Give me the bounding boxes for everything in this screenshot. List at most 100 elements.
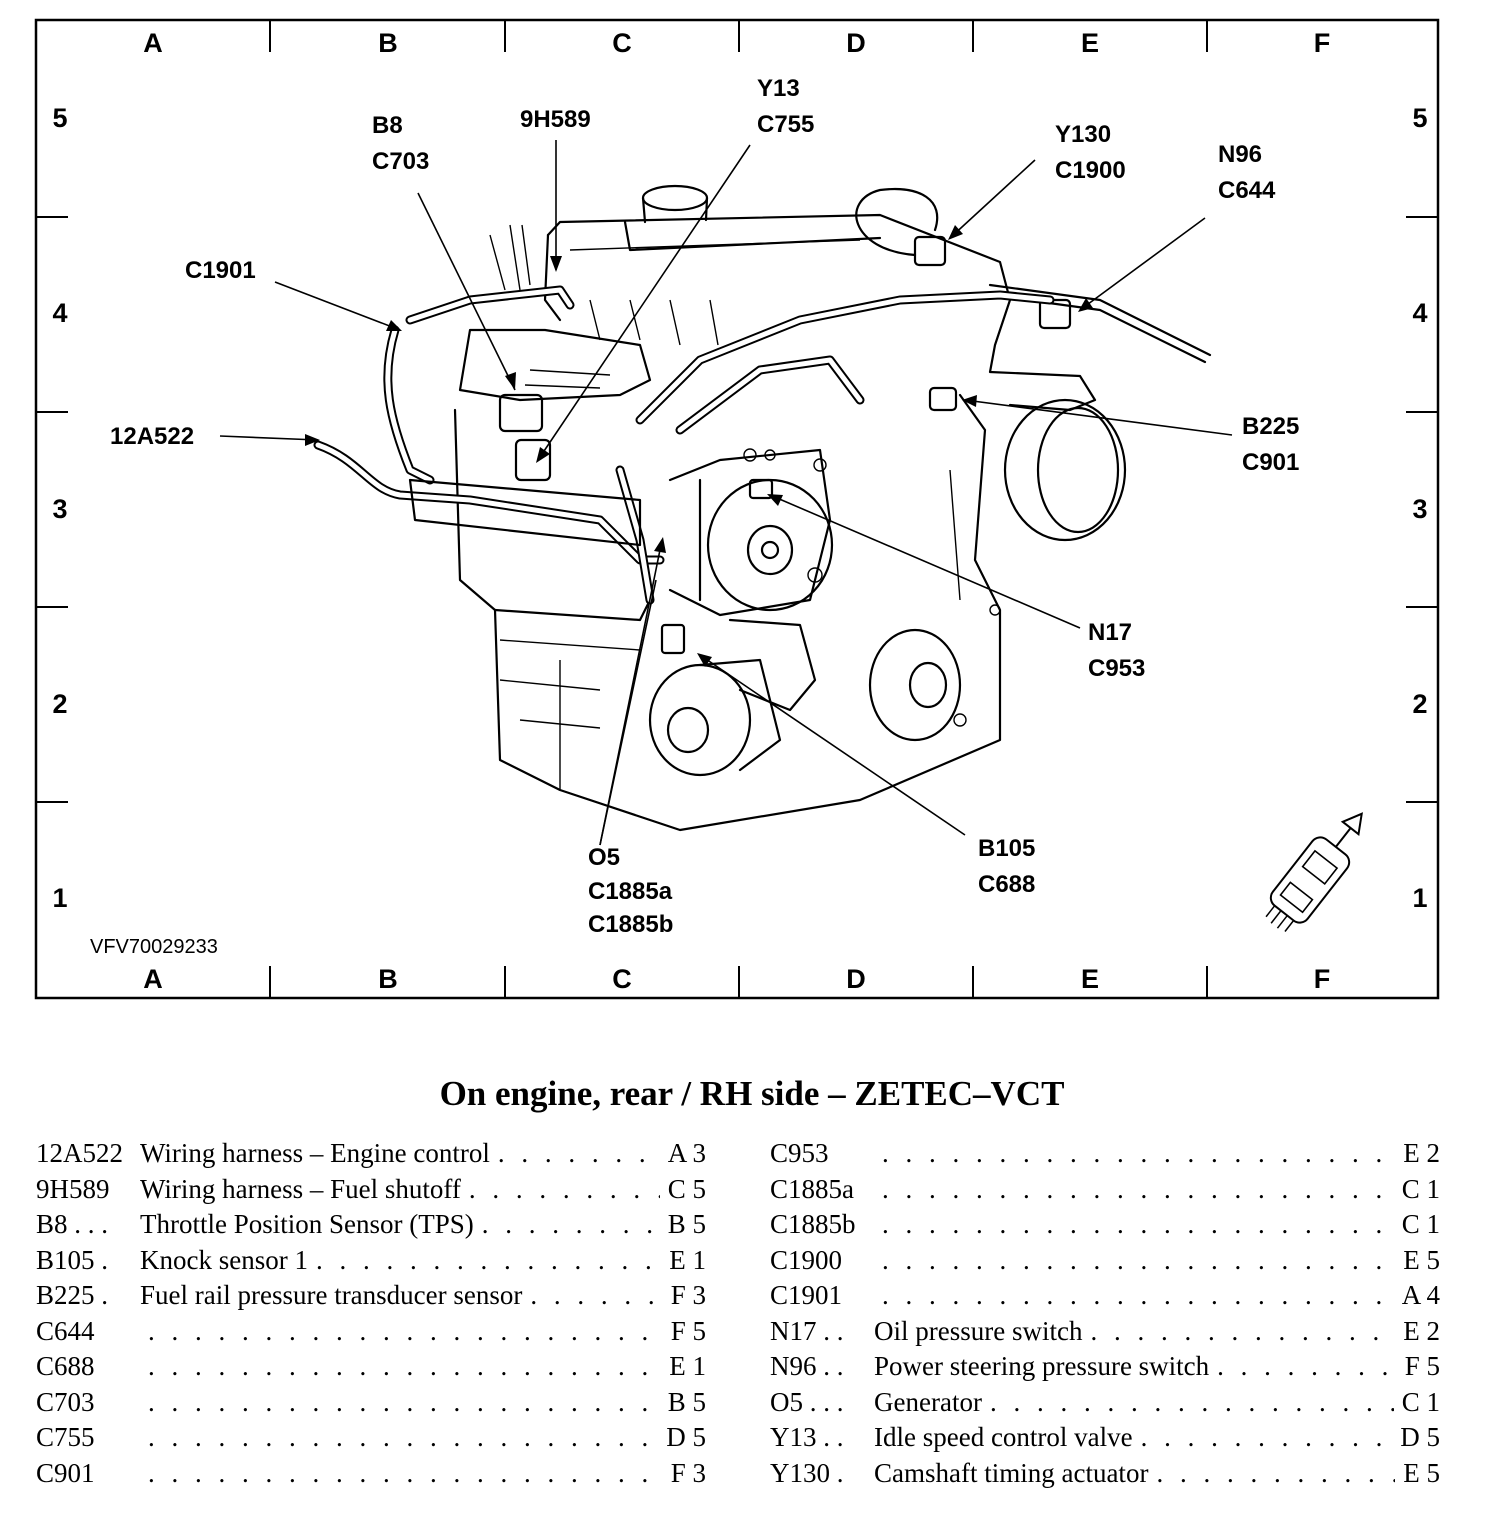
legend-entry: Y130 . Camshaft timing actuator E 5 xyxy=(770,1456,1440,1492)
legend-title: On engine, rear / RH side – ZETEC–VCT xyxy=(439,1074,1065,1113)
leader-dots xyxy=(882,1172,1394,1208)
column-label: E xyxy=(1081,28,1099,58)
legend-description xyxy=(140,1385,148,1421)
legend-code: C1885a xyxy=(770,1173,854,1204)
callout-text: C953 xyxy=(1088,655,1145,682)
legend-entry: C1885a C 1 xyxy=(770,1172,1440,1208)
row-label: 5 xyxy=(1412,103,1427,133)
legend-code: 9H589 xyxy=(36,1173,110,1204)
legend-grid-location: E 2 xyxy=(1403,1138,1440,1168)
column-label: A xyxy=(143,964,163,994)
legend-grid-location: C 1 xyxy=(1401,1173,1440,1204)
column-label: C xyxy=(612,964,632,994)
vehicle-orientation-icon xyxy=(1265,812,1363,932)
callout-text: N17 xyxy=(1088,619,1132,646)
legend-code: C953 xyxy=(770,1138,829,1168)
row-label: 3 xyxy=(52,494,67,524)
legend-code: Y130 . xyxy=(770,1457,844,1488)
column-label: D xyxy=(846,964,866,994)
callout-text: C1885b xyxy=(588,911,673,938)
legend-grid-location: C 5 xyxy=(667,1173,706,1204)
legend-entry: C1900E 5 xyxy=(770,1243,1440,1279)
callout-b105: B105 C688 xyxy=(978,835,1035,898)
legend-entry: 9H589 Wiring harness – Fuel shutoff C 5 xyxy=(36,1172,706,1208)
leader-dots xyxy=(1217,1349,1397,1385)
column-label: C xyxy=(612,28,632,58)
row-label: 2 xyxy=(1412,689,1427,719)
callout-12a522: 12A522 xyxy=(110,423,194,450)
legend-grid-location: B 5 xyxy=(667,1386,706,1417)
legend-grid-location: E 2 xyxy=(1403,1315,1440,1346)
legend-description: Wiring harness – Engine control xyxy=(140,1138,490,1168)
legend-code: C1885b xyxy=(770,1209,856,1239)
legend-description: Wiring harness – Fuel shutoff xyxy=(140,1173,461,1204)
row-label: 1 xyxy=(1412,883,1427,913)
leader-dots xyxy=(1090,1314,1395,1350)
legend-entry: N96 . .Power steering pressure switchF 5 xyxy=(770,1349,1440,1385)
legend-grid-location: A 3 xyxy=(667,1138,706,1168)
leader-dots xyxy=(882,1243,1395,1279)
row-label: 5 xyxy=(52,103,67,133)
row-labels-right: 5 4 3 2 1 xyxy=(1412,103,1427,913)
engine-illustration xyxy=(313,184,1212,832)
leader-dots xyxy=(882,1278,1394,1314)
legend-code: C755 xyxy=(36,1422,95,1452)
column-label: D xyxy=(846,28,866,58)
callout-b225: B225 C901 xyxy=(1242,413,1299,476)
callout-n17: N17 C953 xyxy=(1088,619,1145,682)
leader-dots xyxy=(990,1385,1394,1421)
legend-code: C703 xyxy=(36,1386,95,1417)
leader-dots xyxy=(148,1314,663,1350)
row-label: 4 xyxy=(52,298,67,328)
legend-grid-location: C 1 xyxy=(1401,1209,1440,1239)
legend-grid-location: F 3 xyxy=(670,1457,706,1488)
callout-text: Y13 xyxy=(757,75,800,102)
column-labels-top: A B C D E F xyxy=(143,28,1330,58)
legend-column-right: C953E 2C1885aC 1C1885bC 1C1900E 5C1901A … xyxy=(770,1136,1440,1491)
legend-description xyxy=(874,1136,882,1172)
legend-code: N96 . . xyxy=(770,1351,844,1381)
column-labels-bottom: A B C D E F xyxy=(143,964,1330,994)
legend-grid-location: F 5 xyxy=(670,1315,706,1346)
row-label: 3 xyxy=(1412,494,1427,524)
legend-description: Camshaft timing actuator xyxy=(874,1457,1149,1488)
legend-description: Oil pressure switch xyxy=(874,1315,1083,1346)
column-label: B xyxy=(378,964,398,994)
legend-code: C644 xyxy=(36,1315,95,1346)
legend-entry: C1885b C 1 xyxy=(770,1207,1440,1243)
callout-text: B105 xyxy=(978,835,1035,862)
legend-code: O5 . . . xyxy=(770,1386,844,1417)
legend-entry: O5 . . .GeneratorC 1 xyxy=(770,1385,1440,1421)
leader-dots xyxy=(1156,1456,1395,1492)
callout-text: B225 xyxy=(1242,413,1299,440)
callout-n96: N96 C644 xyxy=(1218,141,1276,204)
callout-text: Y130 xyxy=(1055,121,1111,148)
callout-text: C901 xyxy=(1242,449,1299,476)
leader-lines xyxy=(219,140,1233,846)
legend-entry: N17 . .Oil pressure switchE 2 xyxy=(770,1314,1440,1350)
callout-text: C1885a xyxy=(588,878,673,905)
leader-dots xyxy=(482,1207,660,1243)
legend-code: C1901 xyxy=(770,1280,843,1310)
column-label: A xyxy=(143,28,163,58)
legend-description xyxy=(140,1314,148,1350)
legend-entry: Y13 . .Idle speed control valveD 5 xyxy=(770,1420,1440,1456)
row-label: 4 xyxy=(1412,298,1427,328)
legend-grid-location: E 1 xyxy=(669,1351,706,1381)
leader-dots xyxy=(469,1172,660,1208)
column-label: F xyxy=(1314,28,1331,58)
legend-description: Idle speed control valve xyxy=(874,1422,1133,1452)
legend-code: B225 . xyxy=(36,1280,109,1310)
column-label: B xyxy=(378,28,398,58)
callout-text: C1900 xyxy=(1055,157,1126,184)
legend-grid-location: E 5 xyxy=(1403,1457,1440,1488)
leader-dots xyxy=(148,1420,658,1456)
legend-description xyxy=(874,1207,882,1243)
legend-entry: B225 .Fuel rail pressure transducer sens… xyxy=(36,1278,706,1314)
legend-description xyxy=(874,1172,882,1208)
callout-text: B8 xyxy=(372,112,403,139)
legend-grid-location: E 1 xyxy=(669,1244,706,1275)
legend-description xyxy=(140,1456,148,1492)
